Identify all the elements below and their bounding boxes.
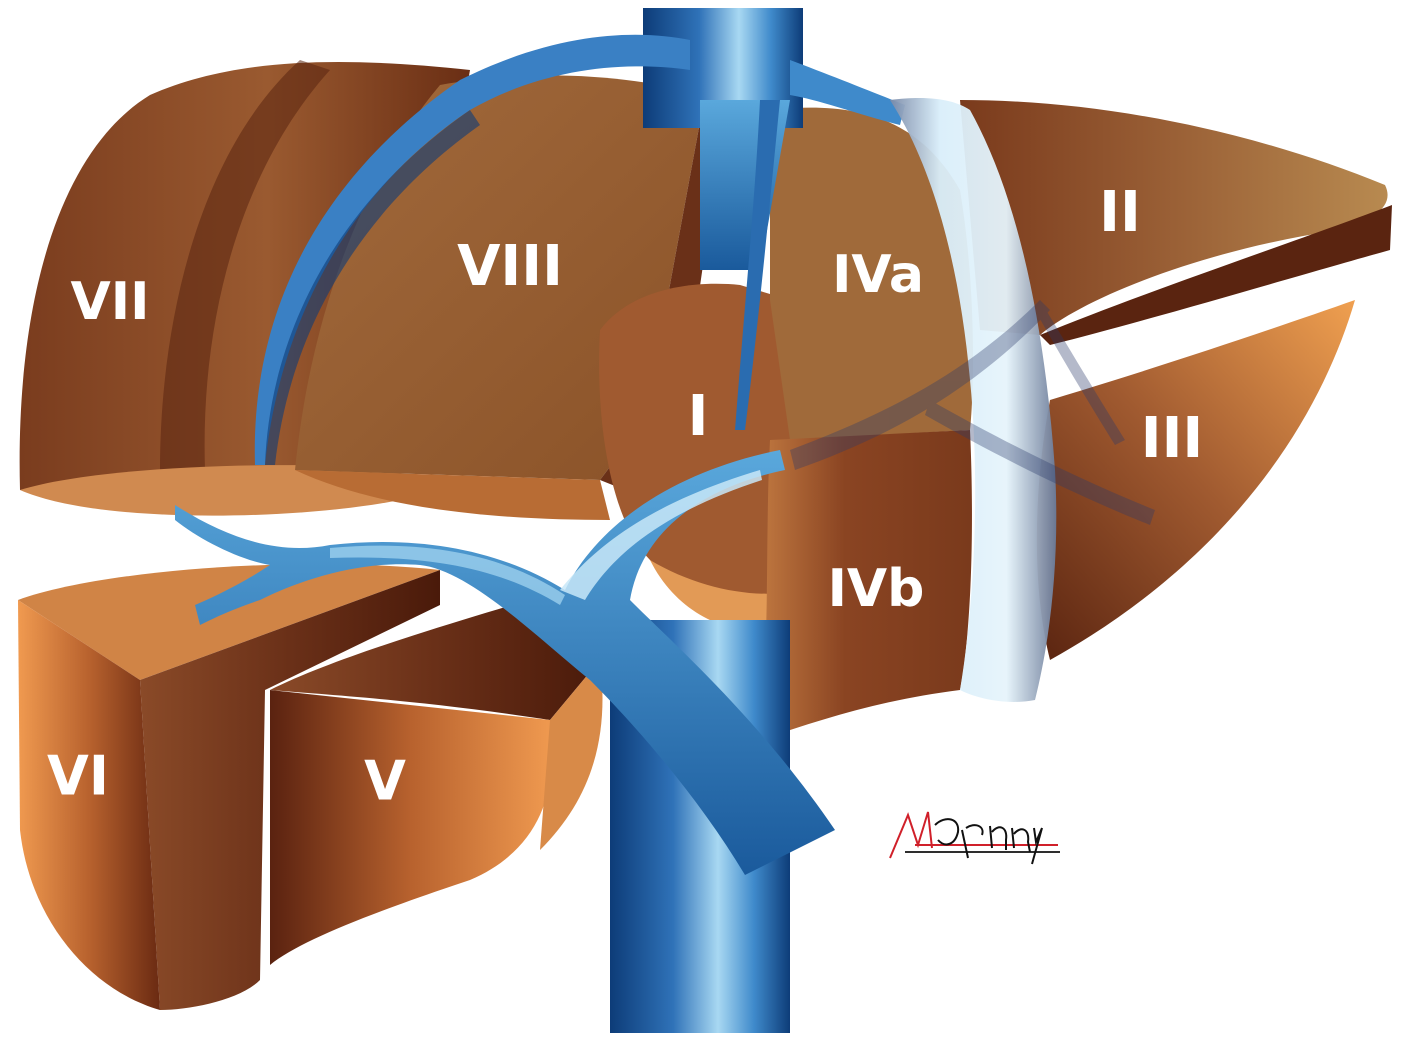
- label-segment-vii: VII: [71, 272, 150, 332]
- label-segment-iii: III: [1141, 406, 1204, 471]
- label-segment-iva: IVa: [832, 245, 924, 305]
- label-segment-viii: VIII: [457, 234, 563, 299]
- label-segment-ivb: IVb: [828, 559, 925, 619]
- label-segment-vi: VI: [47, 745, 109, 808]
- label-segment-i: I: [688, 384, 709, 449]
- label-segment-v: V: [364, 750, 406, 813]
- artist-signature: [890, 812, 1060, 864]
- label-segment-ii: II: [1099, 180, 1141, 245]
